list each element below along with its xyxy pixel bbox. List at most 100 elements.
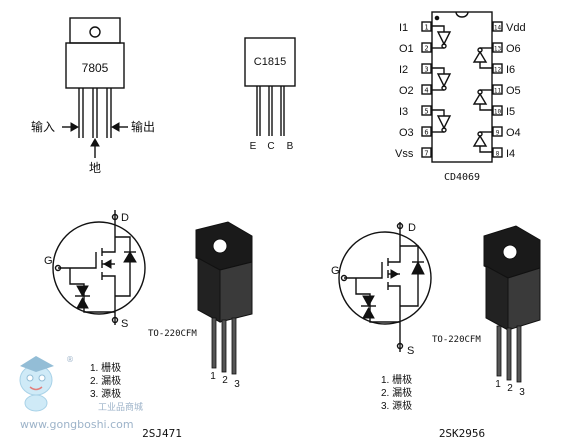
transistor-c1815: C1815 E C B xyxy=(244,37,296,152)
regulator-input-label: 输入 xyxy=(31,119,55,134)
mosfet-left-pin-3-desc: 3. 源极 xyxy=(90,387,121,400)
mosfet-left-gate-label: G xyxy=(44,255,53,267)
svg-text:Vss: Vss xyxy=(395,148,414,160)
svg-text:13: 13 xyxy=(494,46,502,53)
regulator-ground-label: 地 xyxy=(89,161,101,175)
mosfet-left-pin1-num: 1 xyxy=(210,371,216,382)
svg-text:11: 11 xyxy=(494,88,502,95)
svg-text:10: 10 xyxy=(494,109,502,116)
svg-text:7: 7 xyxy=(424,150,428,158)
mosfet-right-zener-2 xyxy=(362,306,375,319)
mosfet-right-drain-label: D xyxy=(408,222,416,234)
ic-part-label: CD4069 xyxy=(444,172,480,183)
mosfet-left-pin-2-desc: 2. 漏极 xyxy=(90,374,121,387)
mosfet-right-pin1-num: 1 xyxy=(495,379,501,390)
mosfet-left-zener-1 xyxy=(76,285,89,298)
mosfet-left-body-diode xyxy=(123,251,137,263)
regulator-mount-hole xyxy=(89,26,101,38)
mosfet-left-drain-label: D xyxy=(121,212,129,224)
inverter-4 xyxy=(472,131,493,153)
regulator-7805: 7805 输入 输出 地 xyxy=(31,17,155,175)
ic-right-pin-9: 9 O4 xyxy=(492,126,521,139)
watermark-site: www.gongboshi.com xyxy=(20,418,134,431)
transistor-part-label: C1815 xyxy=(254,56,286,68)
mosfet-right-pin-3-desc: 3. 源极 xyxy=(381,399,412,412)
mosfet-left-body-side xyxy=(219,261,253,323)
svg-text:I2: I2 xyxy=(399,64,408,76)
ic-left-pin-2: 2 O1 xyxy=(399,42,432,55)
svg-text:3: 3 xyxy=(424,66,428,74)
mosfet-right-pin3-num: 3 xyxy=(519,387,525,398)
mosfet-left-lead-2 xyxy=(221,319,227,373)
svg-text:5: 5 xyxy=(424,108,428,116)
mosfet-right-lead-2 xyxy=(506,327,512,381)
mosfet-right-lead-3 xyxy=(516,325,522,383)
ic-left-pin-3: 3 I2 xyxy=(399,63,432,76)
svg-text:9: 9 xyxy=(496,130,500,137)
watermark-brand: 工业品商城 xyxy=(98,401,143,413)
ic-body xyxy=(431,11,493,163)
svg-text:I4: I4 xyxy=(506,148,515,160)
mosfet-left-part-label: 2SJ471 xyxy=(142,427,182,440)
mascot-icon xyxy=(19,356,54,412)
transistor-pin-e: E xyxy=(250,141,257,152)
mosfet-right-source-node xyxy=(396,342,404,350)
mosfet-right-drain-node xyxy=(396,222,404,230)
mosfet-left-source-node xyxy=(111,316,119,324)
mosfet-left-zener-2 xyxy=(76,296,89,309)
regulator-tab xyxy=(69,17,121,44)
svg-text:4: 4 xyxy=(424,87,428,95)
ic-left-pin-7: 7 Vss xyxy=(395,147,432,160)
mosfet-right-gate-label: G xyxy=(331,265,340,277)
svg-text:O5: O5 xyxy=(506,85,521,97)
svg-text:I3: I3 xyxy=(399,106,408,118)
ic-left-pin-4: 4 O2 xyxy=(399,84,432,97)
transistor-body xyxy=(244,37,296,87)
inverter-6 xyxy=(472,47,493,69)
mosfet-right-circle xyxy=(338,231,432,325)
transistor-pin-c: C xyxy=(267,141,274,152)
mosfet-right-symbol: D S G xyxy=(331,222,432,357)
ic-right-pin-12: 12 I6 xyxy=(492,63,515,76)
mosfet-right-part-label: 2SK2956 xyxy=(439,427,485,440)
watermark-registered-mark: ® xyxy=(66,355,74,364)
mosfet-right-pin2-num: 2 xyxy=(507,383,513,394)
ic-pin1-dot xyxy=(434,15,440,21)
svg-text:O1: O1 xyxy=(399,43,414,55)
ic-left-pin-5: 5 I3 xyxy=(399,105,432,118)
mosfet-left-pin2-num: 2 xyxy=(222,375,228,386)
inverter-2 xyxy=(431,67,452,91)
svg-text:1: 1 xyxy=(424,24,428,32)
regulator-part-label: 7805 xyxy=(82,61,109,75)
ic-right-pin-8: 8 I4 xyxy=(492,147,515,160)
mosfet-left-lead-3 xyxy=(231,317,237,375)
mosfet-left-symbol: D S G xyxy=(44,210,146,330)
svg-text:O2: O2 xyxy=(399,85,414,97)
inverter-3 xyxy=(431,109,452,133)
svg-text:O6: O6 xyxy=(506,43,521,55)
svg-text:8: 8 xyxy=(496,151,500,158)
mosfet-left-package-label: TO-220CFM xyxy=(148,329,197,339)
ic-right-pin-11: 11 O5 xyxy=(492,84,521,97)
transistor-pin-b: B xyxy=(287,141,294,152)
mosfet-right-body-diode xyxy=(411,260,425,275)
svg-text:2: 2 xyxy=(424,45,428,53)
mosfet-left-lead-1 xyxy=(211,317,217,369)
svg-text:Vdd: Vdd xyxy=(506,22,526,34)
regulator-output-label: 输出 xyxy=(131,119,155,134)
inverter-1 xyxy=(431,25,452,49)
mosfet-left-pin3-num: 3 xyxy=(234,379,240,390)
ic-left-pin-1: 1 I1 xyxy=(399,21,432,34)
ic-right-pin-13: 13 O6 xyxy=(492,42,521,55)
mosfet-left-circle xyxy=(52,221,146,315)
svg-text:O4: O4 xyxy=(506,127,521,139)
svg-text:I5: I5 xyxy=(506,106,515,118)
svg-text:6: 6 xyxy=(424,129,428,137)
svg-text:O3: O3 xyxy=(399,127,414,139)
svg-text:I1: I1 xyxy=(399,22,408,34)
mosfet-left-pin-1-desc: 1. 栅极 xyxy=(90,361,121,374)
mosfet-right-zener-1 xyxy=(362,295,375,308)
mosfet-right-package-label: TO-220CFM xyxy=(432,335,481,345)
